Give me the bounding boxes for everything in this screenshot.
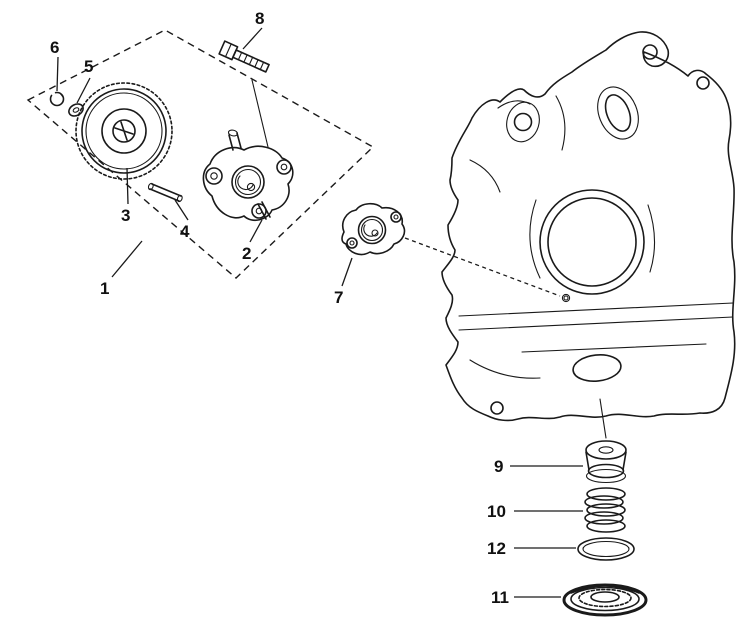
cap bbox=[562, 583, 648, 617]
part-label-3: 3 bbox=[121, 206, 131, 225]
bolt bbox=[218, 40, 270, 73]
gasket-alignment-line bbox=[404, 237, 571, 303]
plug-cup bbox=[585, 440, 627, 484]
lock-washer bbox=[49, 91, 65, 107]
part-label-4: 4 bbox=[180, 222, 190, 241]
part-label-1: 1 bbox=[100, 279, 110, 298]
plug-position-line bbox=[599, 398, 607, 439]
phillips-screw-icon bbox=[114, 121, 134, 141]
plain-washer bbox=[68, 103, 84, 117]
drive-gear bbox=[75, 82, 173, 180]
pump-pin bbox=[257, 201, 271, 220]
bolt-position-line bbox=[251, 79, 269, 148]
part-label-6: 6 bbox=[50, 38, 60, 57]
spring bbox=[584, 487, 626, 533]
o-ring bbox=[577, 537, 635, 561]
part-label-8: 8 bbox=[255, 9, 265, 28]
crankcase bbox=[441, 31, 736, 422]
part-label-11: 11 bbox=[491, 588, 509, 607]
part-label-2: 2 bbox=[242, 244, 252, 263]
assembly-boundary-dashed bbox=[26, 29, 375, 279]
part-label-12: 12 bbox=[487, 539, 506, 558]
dowel-pin bbox=[147, 182, 183, 203]
part-label-9: 9 bbox=[494, 457, 504, 476]
leader-lines bbox=[56, 27, 583, 598]
part-label-10: 10 bbox=[487, 502, 506, 521]
gasket bbox=[341, 202, 406, 256]
oil-pump bbox=[202, 129, 294, 222]
part-label-7: 7 bbox=[334, 288, 344, 307]
part-label-5: 5 bbox=[84, 57, 94, 76]
